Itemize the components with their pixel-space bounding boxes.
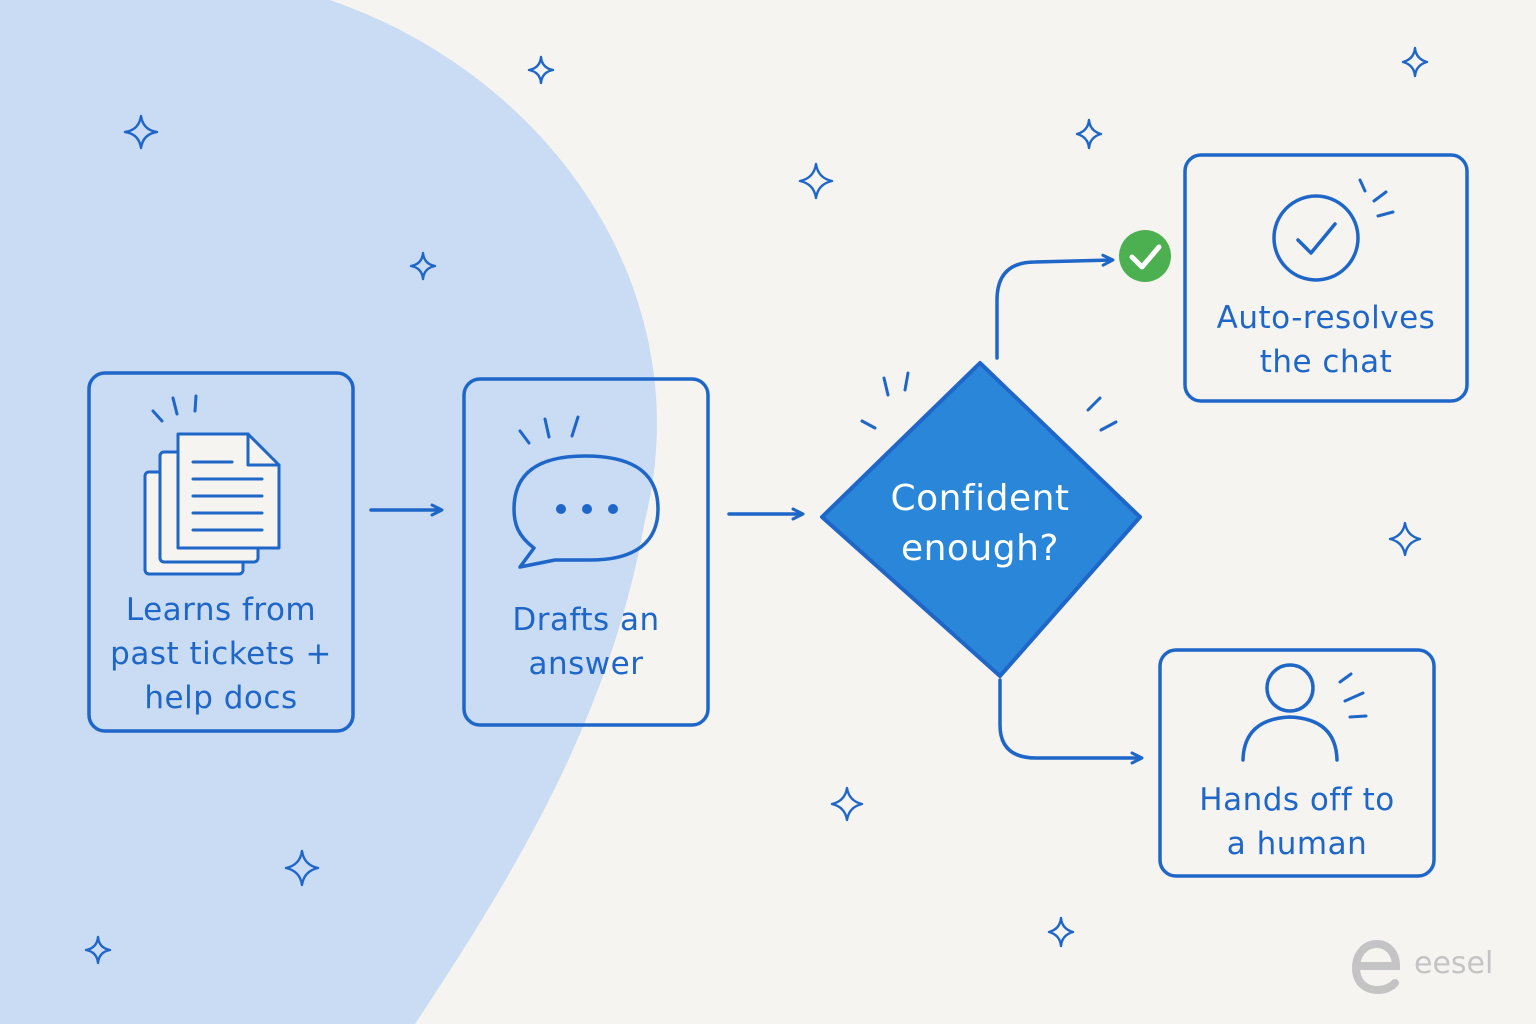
node-handoff-box [1158,648,1436,878]
documents-icon [143,432,281,576]
burst-lines [860,371,1118,432]
node-draft-box [462,377,710,727]
burst-lines [1358,178,1395,218]
sparkle-icon [123,114,159,150]
sparkle-icon [1401,46,1429,78]
eesel-logo-icon [1351,939,1401,995]
sparkle-icon [84,935,112,965]
sparkle-icon [798,162,834,200]
sparkle-icon [1047,916,1075,948]
arrow-to-resolve [995,253,1115,360]
check-badge-icon [1119,230,1171,282]
node-learn-label: Learns from past tickets + help docs [110,592,332,716]
decision-label: Confident enough? [890,478,1070,569]
burst-lines [518,415,580,445]
check-circle-icon [1272,194,1360,282]
sparkle-icon [1388,521,1422,557]
sparkle-icon [1075,118,1103,150]
burst-lines [1338,672,1368,719]
sparkles [84,46,1429,965]
node-learn-box [87,371,355,733]
sparkle-icon [830,786,864,822]
chat-bubble-icon [512,454,660,569]
node-resolve-label: Auto-resolves the chat [1216,300,1436,380]
sparkle-icon [527,55,555,85]
brand-name: eesel [1414,946,1494,981]
decision-diamond [820,361,1142,678]
sparkle-icon [284,849,320,887]
node-handoff-label: Hands off to a human [1199,782,1395,862]
background-blob [0,0,657,1024]
burst-lines [151,394,198,423]
arrow-to-handoff [998,678,1144,765]
brand-logo: eesel [1352,940,1512,990]
node-draft-label: Drafts an answer [512,602,660,682]
node-resolve-box [1183,153,1469,403]
sparkle-icon [409,251,437,281]
person-icon [1241,663,1339,762]
